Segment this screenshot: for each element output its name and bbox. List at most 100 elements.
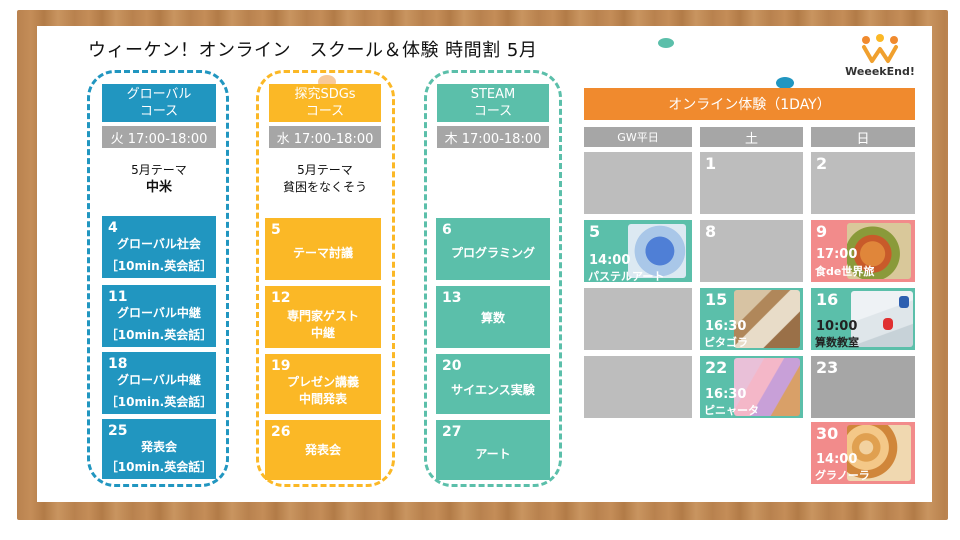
session-date: 18 [108,356,128,372]
course-name: グローバル [126,87,192,102]
session-date: 4 [108,220,118,236]
session-title: 発表会 [304,443,341,457]
cell-date: 1 [705,154,717,173]
global-course-title: グローバル コース [102,84,216,122]
calendar-cell: 8 [700,220,803,282]
global-session: 18 グローバル中継 ［10min.英会話］ [102,352,216,414]
session-title: サイエンス実験 [451,383,535,397]
calendar-cell: 23 [811,356,915,418]
event-label: グラノーラ [815,469,870,482]
column-header-weekday: GW平日 [584,127,692,147]
session-date: 26 [271,424,291,440]
sdgs-session: 5 テーマ討議 [265,218,381,280]
logo-text: WeeekEnd! [845,65,915,78]
session-title: 専門家ゲスト [286,309,359,323]
event-photo [847,425,911,481]
event-photo [847,223,911,279]
event-time: 14:00 [589,253,631,268]
calendar-event[interactable]: 30 14:00 グラノーラ [811,422,915,484]
global-course-time: 火 17:00-18:00 [102,126,216,148]
course-name: 探究SDGs [294,87,356,102]
sdgs-theme: 5月テーマ 貧困をなくそう [265,162,385,196]
session-date: 27 [442,424,462,440]
session-title: 算数 [480,311,505,325]
cell-date: 8 [705,222,717,241]
session-date: 13 [442,290,462,306]
calendar-cell-empty [584,288,692,350]
calendar-event[interactable]: 22 16:30 ピニャータ [700,356,803,418]
game-piece-icon [899,296,909,308]
theme-value: 貧困をなくそう [282,180,367,194]
event-label: パステルアート [588,270,665,283]
pin-dot [658,38,674,48]
session-date: 19 [271,358,291,374]
calendar-cell-empty [584,356,692,418]
global-course-frame [87,70,229,487]
event-time: 17:00 [816,247,858,262]
course-suffix: コース [139,104,179,119]
session-title: グローバル中継 [117,306,201,320]
session-date: 12 [271,290,291,306]
session-title-line2: 中継 [310,326,335,340]
theme-label: 5月テーマ [131,163,187,177]
steam-course-frame [424,70,562,487]
session-date: 6 [442,222,452,238]
event-label: 算数教室 [815,336,859,349]
global-session: 11 グローバル中継 ［10min.英会話］ [102,285,216,347]
steam-session: 13 算数 [436,286,550,348]
calendar-cell: 2 [811,152,915,214]
session-note: ［10min.英会話］ [105,460,213,474]
logo-mark-icon [862,34,898,63]
event-time: 16:30 [705,387,747,402]
cell-date: 30 [816,424,839,443]
global-session: 25 発表会 ［10min.英会話］ [102,419,216,479]
calendar-event[interactable]: 9 17:00 食de世界旅 [811,220,915,282]
course-name: STEAM [470,87,516,102]
sdgs-course-time: 水 17:00-18:00 [269,126,381,148]
sdgs-session: 12 専門家ゲスト 中継 [265,286,381,348]
calendar-cell: 1 [700,152,803,214]
course-suffix: コース [305,104,345,119]
calendar-event[interactable]: 15 16:30 ピタゴラ [700,288,803,350]
theme-label: 5月テーマ [297,163,353,177]
session-date: 5 [271,222,281,238]
cell-date: 2 [816,154,828,173]
logo: WeeekEnd! [838,34,922,82]
global-session: 4 グローバル社会 ［10min.英会話］ [102,216,216,278]
event-label: ピニャータ [704,404,759,417]
session-title-line2: 中間発表 [298,392,347,406]
session-title: アート [475,447,511,461]
global-theme: 5月テーマ 中米 [102,162,216,196]
event-label: 食de世界旅 [815,265,875,278]
sdgs-session: 26 発表会 [265,420,381,480]
cell-date: 5 [589,222,601,241]
session-note: ［10min.英会話］ [105,259,213,273]
cell-date: 16 [816,290,839,309]
steam-course-title: STEAM コース [437,84,549,122]
cell-date: 9 [816,222,828,241]
column-header-saturday: 土 [700,127,803,147]
session-date: 11 [108,289,128,305]
calendar-cell-empty [584,152,692,214]
session-note: ［10min.英会話］ [105,395,213,409]
sdgs-session: 19 プレゼン講義 中間発表 [265,354,381,414]
calendar-event[interactable]: 5 14:00 パステルアート [584,220,692,283]
session-title: グローバル社会 [117,237,201,251]
calendar-event[interactable]: 16 10:00 算数教室 [811,288,915,350]
session-note: ［10min.英会話］ [105,328,213,342]
event-time: 14:00 [816,452,858,467]
steam-session: 20 サイエンス実験 [436,354,550,414]
event-time: 10:00 [816,319,858,334]
session-title: プレゼン講義 [286,375,359,389]
cell-date: 22 [705,358,728,377]
session-date: 25 [108,423,128,439]
steam-session: 6 プログラミング [436,218,550,280]
event-time: 16:30 [705,319,747,334]
theme-value: 中米 [145,180,172,195]
column-header-sunday: 日 [811,127,915,147]
cell-date: 23 [816,358,839,377]
online-header: オンライン体験（1DAY） [584,88,915,120]
event-photo [628,224,686,278]
steam-session: 27 アート [436,420,550,480]
sdgs-course-title: 探究SDGs コース [269,84,381,122]
